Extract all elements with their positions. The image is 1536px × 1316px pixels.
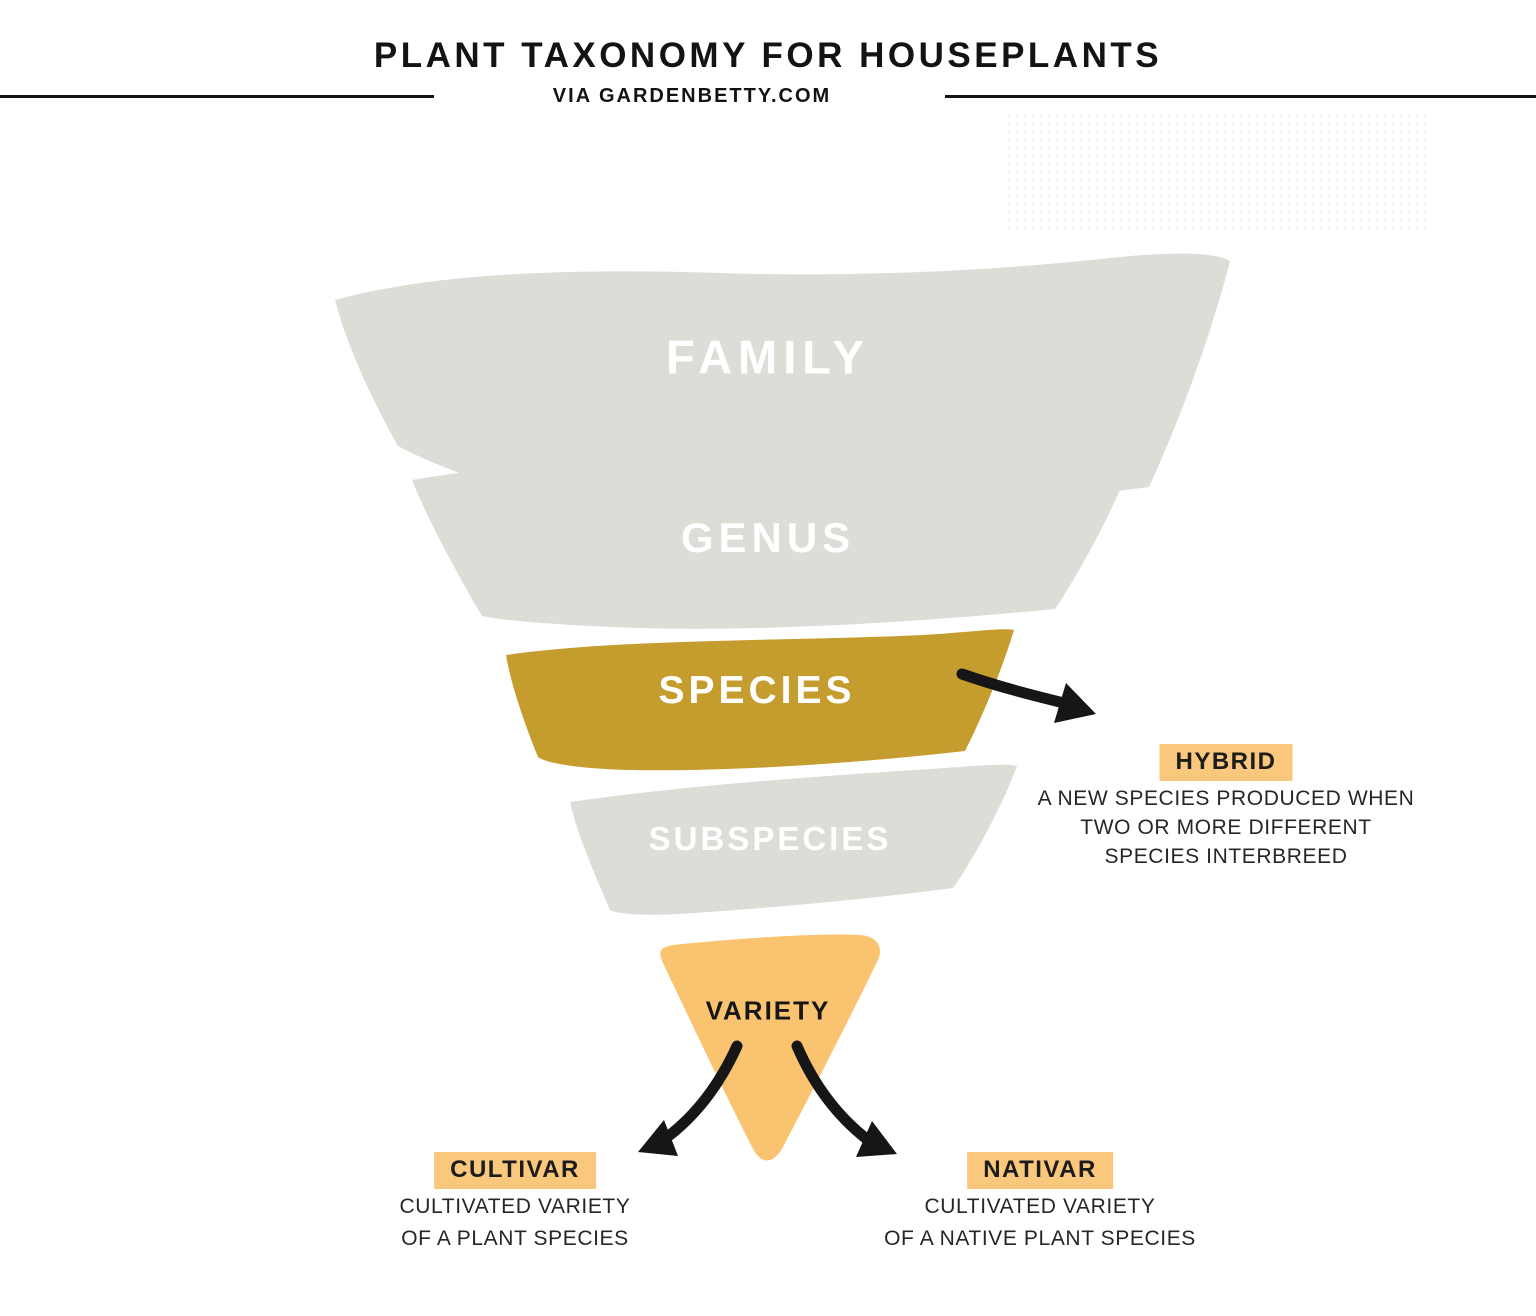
funnel-label-variety: VARIETY xyxy=(705,995,831,1026)
funnel-level-family-shape xyxy=(335,253,1230,518)
funnel-label-genus: GENUS xyxy=(680,514,856,561)
arrow-variety-to-nativar xyxy=(791,1040,897,1157)
cultivar-description-line: OF A PLANT SPECIES xyxy=(401,1227,629,1250)
funnel-level-subspecies-shape xyxy=(570,764,1017,915)
hybrid-description-line: TWO OR MORE DIFFERENT xyxy=(1080,816,1372,839)
page-title: PLANT TAXONOMY FOR HOUSEPLANTS xyxy=(373,36,1163,75)
cultivar-badge: CULTIVAR xyxy=(434,1152,596,1189)
arrow-variety-to-cultivar xyxy=(638,1040,743,1156)
funnel-level-genus-shape xyxy=(412,450,1136,629)
nativar-badge: NATIVAR xyxy=(967,1152,1113,1189)
nativar-description: CULTIVATED VARIETY OF A NATIVE PLANT SPE… xyxy=(884,1191,1196,1255)
hybrid-description: A NEW SPECIES PRODUCED WHEN TWO OR MORE … xyxy=(1038,784,1415,871)
header-divider-left xyxy=(0,95,434,98)
hybrid-description-line: A NEW SPECIES PRODUCED WHEN xyxy=(1037,787,1415,810)
arrow-species-to-hybrid xyxy=(956,668,1096,723)
funnel-label-species: SPECIES xyxy=(658,669,856,712)
hybrid-badge: HYBRID xyxy=(1159,744,1293,781)
funnel-label-family: FAMILY xyxy=(665,330,871,384)
hybrid-description-line: SPECIES INTERBREED xyxy=(1104,845,1348,868)
halftone-texture-decoration xyxy=(1005,112,1433,236)
nativar-description-line: CULTIVATED VARIETY xyxy=(924,1195,1156,1218)
funnel-label-subspecies: SUBSPECIES xyxy=(648,820,892,857)
cultivar-description: CULTIVATED VARIETY OF A PLANT SPECIES xyxy=(400,1191,631,1255)
funnel-level-variety-shape xyxy=(660,934,880,1161)
page-subtitle: VIA GARDENBETTY.COM xyxy=(552,85,832,107)
cultivar-description-line: CULTIVATED VARIETY xyxy=(399,1195,631,1218)
header-divider-right xyxy=(945,95,1536,98)
nativar-description-line: OF A NATIVE PLANT SPECIES xyxy=(884,1227,1196,1250)
funnel-level-species-shape xyxy=(506,629,1014,771)
